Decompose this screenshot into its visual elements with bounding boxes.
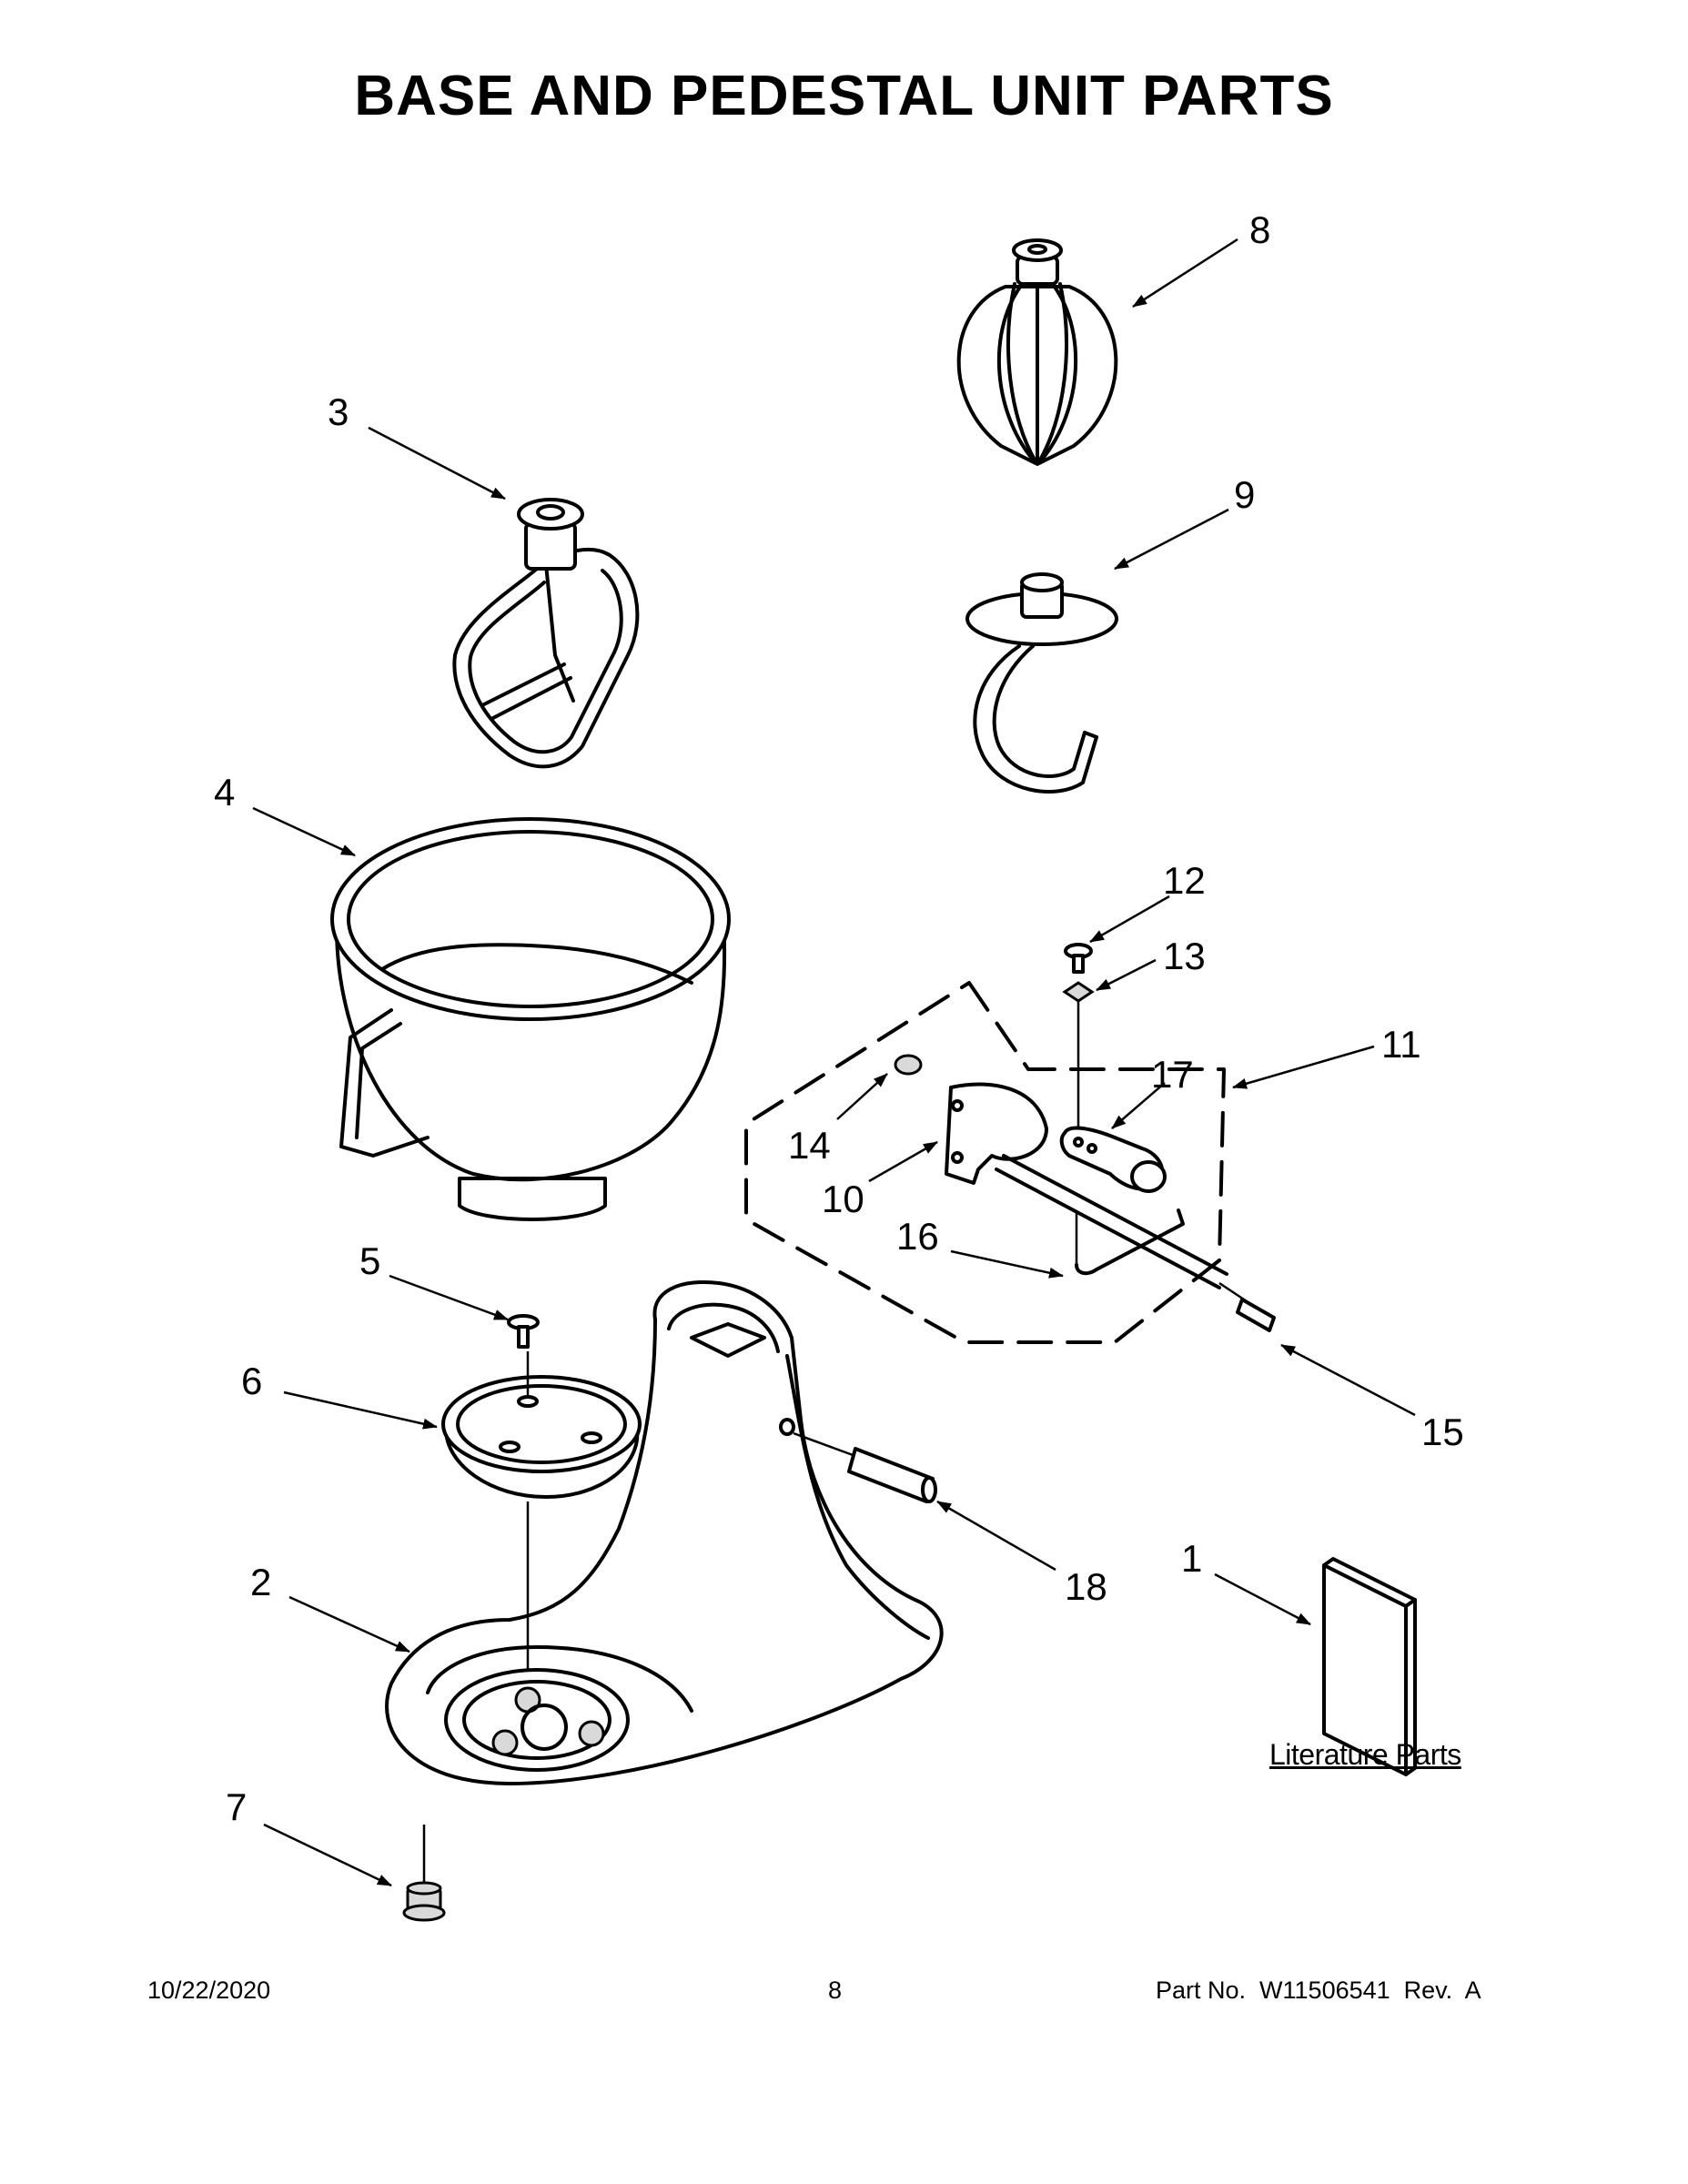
callout-16: 16 <box>896 1215 939 1258</box>
callout-13: 13 <box>1163 935 1206 977</box>
callout-3: 3 <box>328 390 349 433</box>
callout-8: 8 <box>1249 208 1271 251</box>
wire-whip-part <box>956 238 1118 466</box>
trim-ring-part <box>441 1351 642 1684</box>
dough-hook-part <box>965 572 1118 794</box>
footer-date: 10/22/2020 <box>147 1977 271 2004</box>
screw-part <box>507 1314 540 1349</box>
footer-page-number: 8 <box>828 1977 843 2004</box>
callout-6: 6 <box>241 1360 263 1402</box>
callout-4: 4 <box>214 771 236 814</box>
literature-manual-part <box>1322 1557 1417 1776</box>
callout-2: 2 <box>250 1561 272 1603</box>
callout-9: 9 <box>1234 473 1256 516</box>
mixing-bowl-part <box>330 817 731 1221</box>
callout-leaders <box>252 238 1416 1887</box>
callout-15: 15 <box>1421 1410 1464 1453</box>
footer-part-number: Part No. W11506541 Rev. A <box>1156 1977 1481 2004</box>
callout-1: 1 <box>1181 1537 1203 1580</box>
callout-12: 12 <box>1163 859 1206 902</box>
pedestal-base-part <box>385 1280 944 1785</box>
foot-part <box>402 1825 446 1922</box>
hinge-assembly-group <box>744 943 1276 1344</box>
callout-10: 10 <box>822 1178 864 1220</box>
literature-parts-label: Literature Parts <box>1269 1738 1461 1771</box>
callout-17: 17 <box>1151 1053 1194 1096</box>
page-title: BASE AND PEDESTAL UNIT PARTS <box>354 65 1334 127</box>
callout-14: 14 <box>788 1124 831 1167</box>
callout-7: 7 <box>226 1785 248 1828</box>
callout-5: 5 <box>359 1239 381 1282</box>
callout-18: 18 <box>1065 1565 1107 1608</box>
hinge-pin-part <box>793 1431 937 1503</box>
flat-beater-part <box>452 498 640 769</box>
callout-11: 11 <box>1381 1023 1421 1066</box>
